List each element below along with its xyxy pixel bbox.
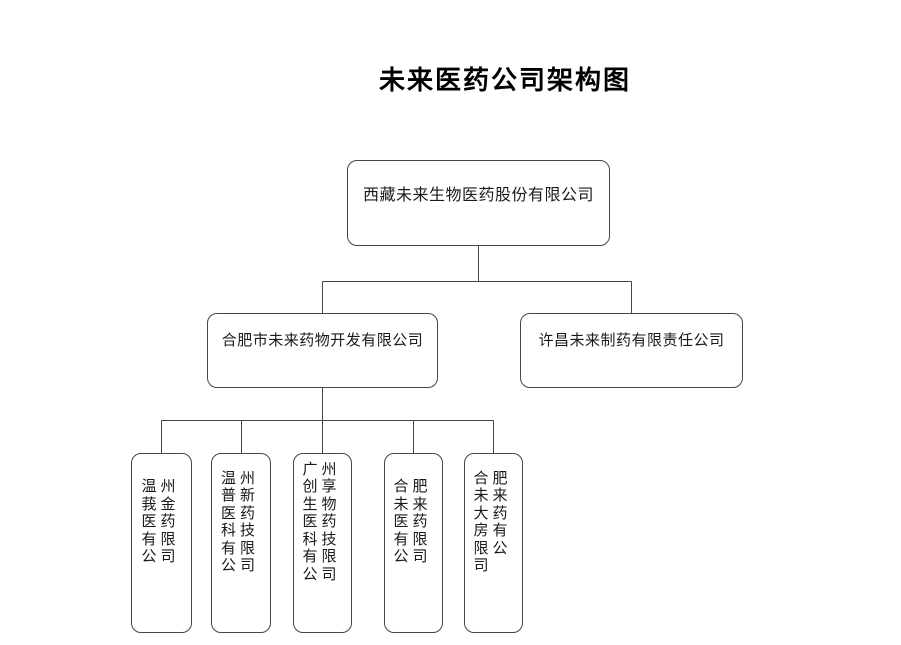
org-node-leaf-wenzhou-puxin: 温州普新医药科技有限公司 [211,453,271,633]
org-node-label: 合肥市未来药物开发有限公司 [221,333,424,349]
org-node-root: 西藏未来生物医药股份有限公司 [347,160,610,246]
org-node-label: 温州普新医药科技有限公司 [221,470,260,575]
org-node-label: 广州创享生物医药科技有限公司 [302,461,341,583]
org-node-label: 西藏未来生物医药股份有限公司 [362,187,594,204]
org-node-leaf-hefei-future-pharmacy: 合肥未来大药房有限公司 [464,453,523,633]
org-node-leaf-hefei-future-pharma: 合肥未来医药有限公司 [384,453,443,633]
org-node-label: 许昌未来制药有限责任公司 [538,333,725,349]
org-node-leaf-wenzhou-ejin: 温州莪金医药有限公司 [131,453,192,633]
org-node-subsidiary-xuchang-pharma: 许昌未来制药有限责任公司 [520,313,743,388]
org-node-label: 合肥未来医药有限公司 [393,479,432,566]
org-node-subsidiary-hefei-drug-development: 合肥市未来药物开发有限公司 [207,313,438,388]
org-node-label: 合肥未来大药房有限公司 [473,470,512,575]
org-node-leaf-guangzhou-chuangxiang: 广州创享生物医药科技有限公司 [293,453,352,633]
org-node-label: 温州莪金医药有限公司 [141,479,180,566]
page-title: 未来医药公司架构图 [378,65,631,95]
